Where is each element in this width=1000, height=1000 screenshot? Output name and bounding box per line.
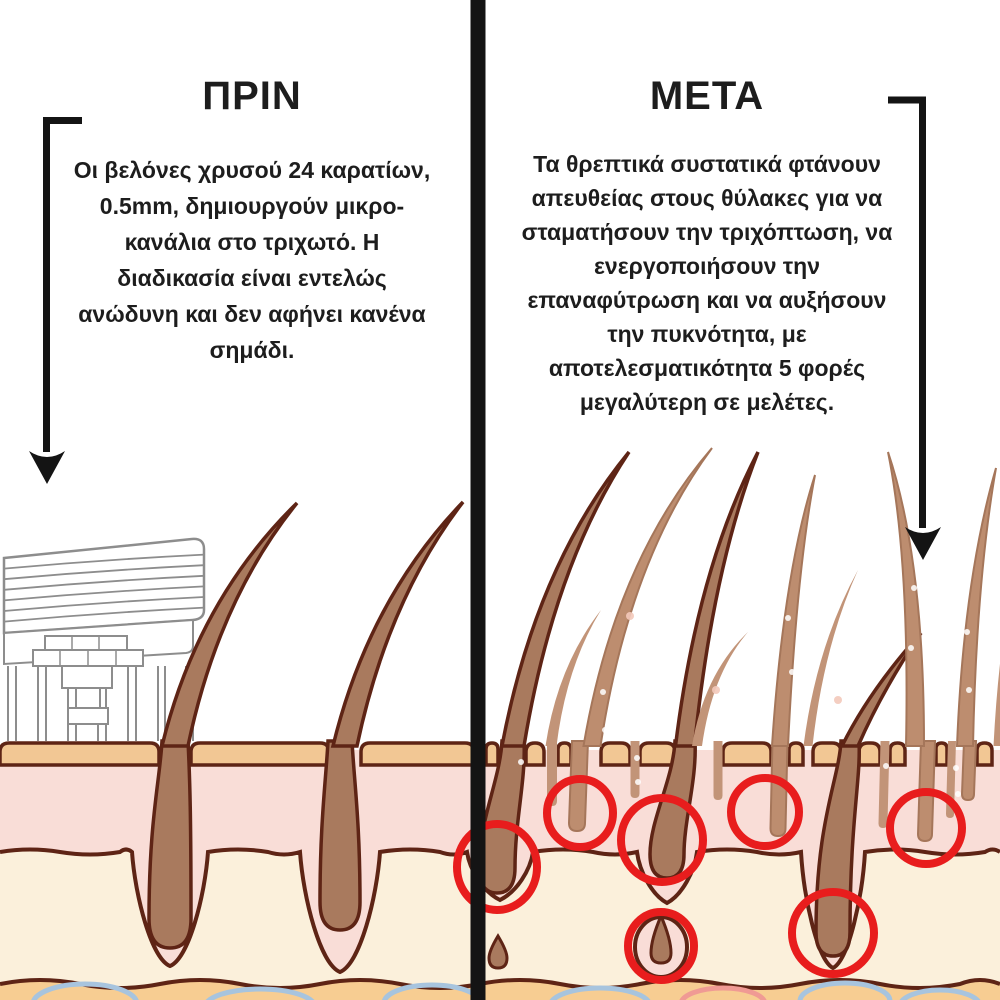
nutrient-speckle bbox=[634, 755, 640, 761]
subcutis-layer bbox=[0, 980, 1000, 1000]
nutrient-speckle bbox=[600, 689, 606, 695]
hair-shaft bbox=[330, 500, 465, 748]
nutrient-speckle bbox=[593, 569, 599, 575]
nutrient-dot bbox=[626, 612, 634, 620]
red-highlight-circle bbox=[727, 774, 803, 850]
device-coil-line bbox=[3, 585, 205, 602]
red-highlight-circle bbox=[788, 888, 878, 978]
hair-shaft bbox=[803, 570, 858, 746]
hair-shaft bbox=[582, 447, 713, 747]
down-arrow-right-icon bbox=[888, 96, 941, 560]
nutrient-speckle bbox=[602, 727, 608, 733]
hair-shaft bbox=[692, 632, 748, 746]
hair-follicle-bulb bbox=[318, 739, 362, 932]
epidermis-segment bbox=[484, 741, 500, 767]
red-highlight-circles bbox=[453, 774, 966, 984]
epidermis-segment bbox=[721, 741, 773, 767]
epidermis-segment bbox=[975, 741, 994, 767]
epidermis-segment bbox=[189, 741, 331, 767]
nutrient-speckle bbox=[635, 779, 641, 785]
device-hub bbox=[61, 665, 113, 689]
epidermis-segment bbox=[359, 741, 476, 767]
regrowing-hair-shaft bbox=[630, 741, 640, 798]
device-clamp-upper bbox=[44, 635, 128, 651]
regrowing-hair-shaft bbox=[769, 740, 789, 838]
hair-shaft bbox=[955, 467, 997, 747]
hair-shaft bbox=[887, 451, 926, 747]
epidermis-segment bbox=[787, 741, 805, 767]
nutrient-speckle bbox=[781, 559, 787, 565]
regrowing-hair-shaft bbox=[878, 741, 890, 828]
nutrient-speckle bbox=[789, 669, 795, 675]
epidermis-segment bbox=[0, 741, 161, 767]
epidermis-segment bbox=[857, 741, 882, 767]
blood-vessel bbox=[549, 985, 651, 1000]
after-description: Τα θρεπτικά συστατικά φτάνουν απευθείας … bbox=[521, 151, 893, 415]
red-highlight-circle bbox=[543, 775, 617, 851]
red-highlight-circle bbox=[453, 820, 541, 914]
hair-follicle-bulb bbox=[477, 739, 526, 895]
red-highlight-circle bbox=[624, 908, 698, 984]
panel-divider bbox=[470, 0, 486, 1000]
red-highlight-circle bbox=[886, 788, 966, 868]
device-coil-line bbox=[3, 553, 205, 570]
subdermis-layer bbox=[0, 849, 1000, 1000]
blood-vessel bbox=[382, 982, 482, 1000]
red-highlight-circle bbox=[617, 794, 707, 886]
hairs-and-follicles bbox=[147, 447, 1000, 979]
nutrient-speckle bbox=[966, 687, 972, 693]
hair-shaft bbox=[770, 474, 816, 747]
before-title: ΠΡΙΝ bbox=[202, 74, 302, 118]
epidermis-segment bbox=[888, 741, 907, 767]
epidermis-segment bbox=[934, 741, 949, 767]
epidermis-segment bbox=[556, 741, 573, 767]
nutrient-speckle bbox=[953, 765, 959, 771]
regrowing-hair-shaft bbox=[567, 740, 590, 833]
blood-vessel bbox=[31, 981, 139, 1000]
hair-follicle-bulb bbox=[814, 739, 861, 958]
subcutis-boundary-line bbox=[0, 978, 1000, 990]
nutrient-speckle bbox=[911, 585, 917, 591]
device-hub bbox=[67, 707, 109, 725]
device-coil-line bbox=[3, 574, 205, 591]
device-coil-line bbox=[3, 564, 205, 581]
epidermis-segment bbox=[638, 741, 677, 767]
hair-shaft bbox=[159, 501, 299, 748]
baby-hair bbox=[649, 912, 673, 965]
before-description: Οι βελόνες χρυσού 24 καρατίων, 0.5mm, δη… bbox=[73, 157, 431, 363]
device-coil-line bbox=[3, 606, 205, 623]
nutrient-speckle bbox=[908, 645, 914, 651]
nutrient-dot bbox=[712, 686, 720, 694]
regrowing-hair-shaft bbox=[713, 741, 723, 800]
epidermis-segment bbox=[599, 741, 632, 767]
epidermis-layer bbox=[0, 741, 994, 767]
nutrient-speckle bbox=[596, 631, 602, 637]
blood-vessel bbox=[899, 987, 981, 1000]
hair-shaft bbox=[673, 451, 760, 748]
hair-shaft bbox=[499, 450, 631, 748]
hair-shaft bbox=[545, 610, 601, 746]
nutrient-speckle bbox=[785, 615, 791, 621]
device-coil-line bbox=[3, 596, 205, 612]
nutrient-speckle bbox=[964, 629, 970, 635]
hair-follicle-bulb bbox=[147, 739, 193, 950]
nutrient-speckle bbox=[518, 759, 524, 765]
nutrient-dot bbox=[834, 696, 842, 704]
blood-vessel bbox=[679, 985, 767, 1000]
after-title: ΜΕΤΑ bbox=[649, 74, 765, 118]
regrowing-hair-shaft bbox=[960, 740, 978, 802]
serum-droplet bbox=[487, 933, 509, 970]
epidermis-segment bbox=[524, 741, 546, 767]
nutrient-speckle bbox=[883, 763, 889, 769]
nutrient-speckle bbox=[542, 697, 548, 703]
nutrient-speckle bbox=[955, 791, 961, 797]
blood-vessel bbox=[205, 986, 315, 1000]
blood-vessel bbox=[797, 980, 893, 1000]
hair-shaft bbox=[993, 663, 1000, 746]
down-arrow-left-icon bbox=[29, 117, 82, 484]
